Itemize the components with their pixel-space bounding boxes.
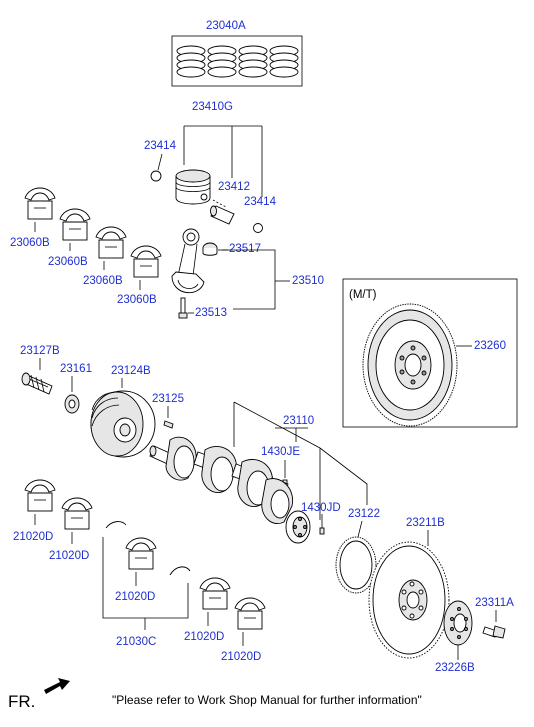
label-23410G[interactable]: 23410G [192,101,233,113]
conrod-group: 23517 23510 23513 [171,228,324,319]
label-23414-left[interactable]: 23414 [144,140,177,152]
snap-ring-left-icon [150,170,162,182]
fr-label: FR. [8,692,35,711]
mt-box [342,278,518,428]
label-1430JE[interactable]: 1430JE [261,446,300,458]
label-23124B[interactable]: 23124B [111,365,151,377]
label-23122[interactable]: 23122 [348,508,380,520]
adapter-group: 23226B 23311A [435,597,514,674]
label-1430JD[interactable]: 1430JD [301,502,341,514]
crankshaft-icon [149,436,311,544]
label-23513[interactable]: 23513 [195,307,227,319]
label-21020D-3[interactable]: 21020D [115,591,155,603]
piston-icon [175,169,211,205]
thrust-washer-icon [105,521,127,529]
ring-gear-icon [335,536,377,594]
ring-gear-group: 23122 [335,508,380,594]
label-23125[interactable]: 23125 [152,393,184,405]
conrod-bearings-group: 23060B 23060B 23060B 23060B [10,187,162,306]
workshop-note: "Please refer to Work Shop Manual for fu… [112,693,422,707]
label-23060B-b[interactable]: 23060B [48,256,88,268]
thrust-washer-icon [169,566,191,576]
label-23412[interactable]: 23412 [218,181,250,193]
label-21020D-5[interactable]: 21020D [221,651,261,663]
front-arrow-icon [44,678,70,694]
leader-23110 [233,401,321,520]
label-23510[interactable]: 23510 [292,275,324,287]
conrod-icon [171,228,205,294]
bearing-shell-icon [199,577,231,610]
label-23211B[interactable]: 23211B [406,517,445,529]
leader-23414-left [157,153,163,171]
flexplate-group: 23211B [368,517,450,659]
piston-pin-icon [210,205,235,225]
flexplate-icon [368,541,450,659]
conrod-bolt-icon [178,297,188,319]
crankshaft-group: 23110 1430JE 1430JD [149,401,368,544]
leader-23510 [222,249,276,310]
adapter-plate-icon [443,600,473,646]
label-23110[interactable]: 23110 [283,415,314,427]
label-23414-right[interactable]: 23414 [244,196,277,208]
label-23060B-c[interactable]: 23060B [83,275,123,287]
main-bearings-group: 21020D 21020D 21020D 21020D 21020D 21030… [13,479,266,663]
piston-group: 23410G 23414 23412 23414 [144,101,277,233]
label-23517[interactable]: 23517 [229,243,261,255]
piston-rings-group: 23040A [171,20,303,87]
label-21020D-4[interactable]: 21020D [184,631,224,643]
plug-jd-icon [319,527,325,535]
flywheel-box: (M/T) 23260 [342,278,518,428]
label-23060B-d[interactable]: 23060B [117,294,157,306]
bearing-shell-icon [61,497,93,530]
label-23060B-a[interactable]: 23060B [10,237,50,249]
label-21030C[interactable]: 21030C [116,636,156,648]
bearing-shell-icon [24,479,56,512]
crank-pulley-icon [90,390,156,458]
label-23311A[interactable]: 23311A [475,597,514,609]
washer-icon [64,394,80,414]
bearing-shell-icon [130,245,162,278]
label-21020D-2[interactable]: 21020D [49,550,89,562]
bearing-shell-icon [234,597,266,630]
piston-rings-icon [176,45,299,78]
label-23040A[interactable]: 23040A [206,20,246,32]
bearing-shell-icon [59,208,91,241]
label-21020D-1[interactable]: 21020D [13,531,53,543]
rings-box [171,35,303,87]
flexplate-bolt-icon [482,625,506,639]
mt-tag: (M/T) [349,289,377,301]
label-23161[interactable]: 23161 [60,363,92,375]
pulley-group: 23127B 23161 23124B 23125 [20,345,184,458]
bearing-shell-icon [125,537,157,570]
label-23260[interactable]: 23260 [474,340,506,352]
leader-21030C [102,537,189,619]
pulley-bolt-icon [21,372,53,395]
dual-mass-flywheel-icon [362,303,458,427]
woodruff-key-icon [163,420,174,429]
label-23127B[interactable]: 23127B [20,345,60,357]
bearing-shell-icon [24,187,56,220]
conrod-bearing-icon [202,242,218,256]
label-23226B[interactable]: 23226B [435,662,475,674]
footer: FR. "Please refer to Work Shop Manual fo… [8,678,422,711]
leader-23410G [183,125,263,197]
snap-ring-right-icon [253,223,263,233]
bearing-shell-icon [95,226,127,259]
